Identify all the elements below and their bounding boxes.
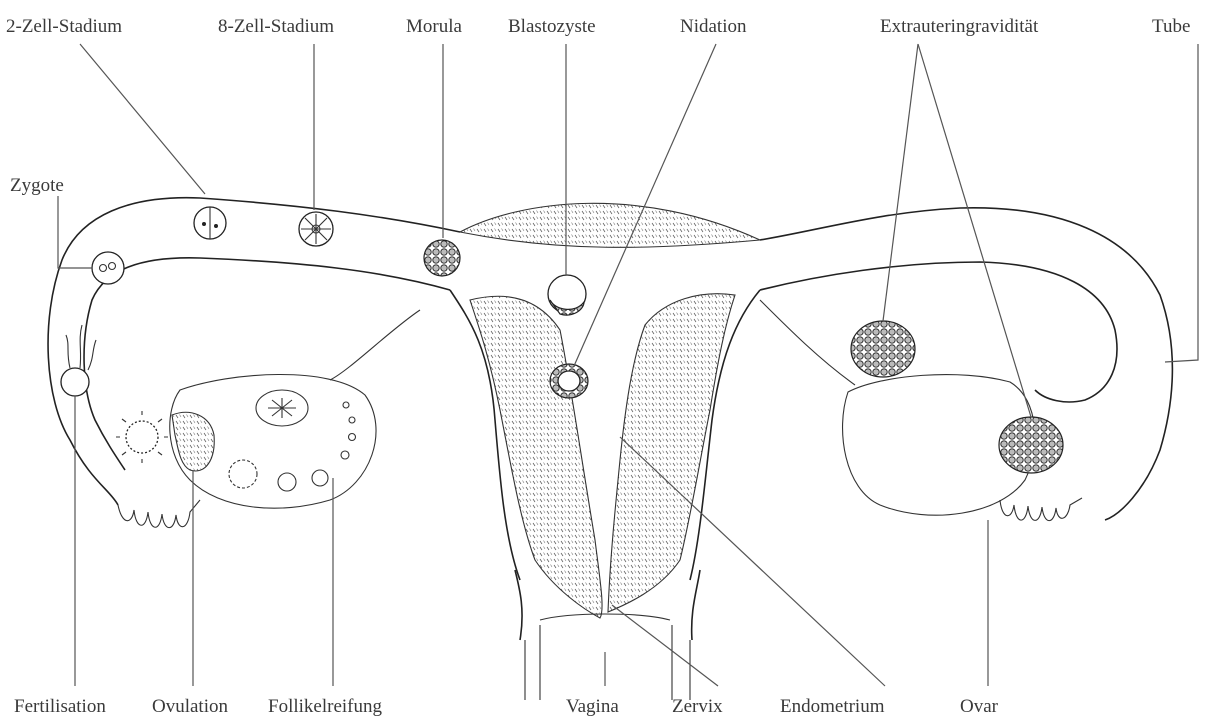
- endometrium-right: [608, 294, 735, 612]
- label-8-zell-stadium: 8-Zell-Stadium: [218, 16, 334, 37]
- follicle: [343, 402, 349, 408]
- label-2-zell-stadium: 2-Zell-Stadium: [6, 16, 122, 37]
- label-ovar: Ovar: [960, 696, 999, 717]
- follicle: [349, 417, 355, 423]
- ectopic-pregnancy-ovary: [999, 417, 1063, 473]
- ectopic-pregnancy-tube: [851, 321, 915, 377]
- left-ovary-ligament: [330, 310, 420, 380]
- label-fertilisation: Fertilisation: [14, 696, 106, 717]
- right-tube-inner: [760, 262, 1117, 402]
- label-nidation: Nidation: [680, 16, 747, 37]
- label-blastozyste: Blastozyste: [508, 16, 596, 37]
- leader-zervix: [612, 605, 718, 686]
- right-fimbriae: [1000, 498, 1082, 521]
- zygote-cell: [92, 252, 124, 284]
- follicle: [349, 434, 356, 441]
- label-zygote: Zygote: [10, 175, 64, 196]
- left-fimbriae: [118, 500, 200, 528]
- ovulated-oocyte: [126, 421, 158, 453]
- right-ovary-ligament: [760, 300, 855, 385]
- leader-extrauterin-a: [883, 44, 918, 321]
- label-tube: Tube: [1152, 16, 1190, 37]
- label-ovulation: Ovulation: [152, 696, 228, 717]
- morula-cell-cluster: [424, 240, 460, 276]
- leader-2-zell: [80, 44, 205, 194]
- left-tube-outer: [48, 198, 460, 505]
- fertilised-oocyte: [61, 368, 89, 396]
- label-zervix: Zervix: [672, 696, 723, 717]
- follicle: [341, 451, 349, 459]
- label-follikelreifung: Follikelreifung: [268, 696, 382, 717]
- label-endometrium: Endometrium: [780, 696, 885, 717]
- corpus-luteum-star: [268, 398, 296, 418]
- two-cell-nucleus: [202, 222, 206, 226]
- label-vagina: Vagina: [566, 696, 619, 717]
- sperm-cells: [66, 325, 96, 370]
- label-extrauteringraviditaet: Extrauteringravidität: [880, 16, 1039, 37]
- follicle: [278, 473, 296, 491]
- follicle: [312, 470, 328, 486]
- label-morula: Morula: [406, 16, 463, 37]
- uterine-fundus: [460, 203, 760, 247]
- leader-tube: [1165, 44, 1198, 362]
- ovulation-rupture: [172, 412, 214, 471]
- right-tube-outer: [760, 208, 1172, 520]
- two-cell-nucleus: [214, 224, 218, 228]
- follicle: [229, 460, 257, 488]
- eight-cell-divisions: [301, 214, 331, 244]
- vagina-outline: [525, 614, 690, 700]
- nidation-embryo-inner: [558, 371, 580, 391]
- leader-extrauterin-b: [918, 44, 1031, 417]
- endometrium-left: [470, 296, 602, 618]
